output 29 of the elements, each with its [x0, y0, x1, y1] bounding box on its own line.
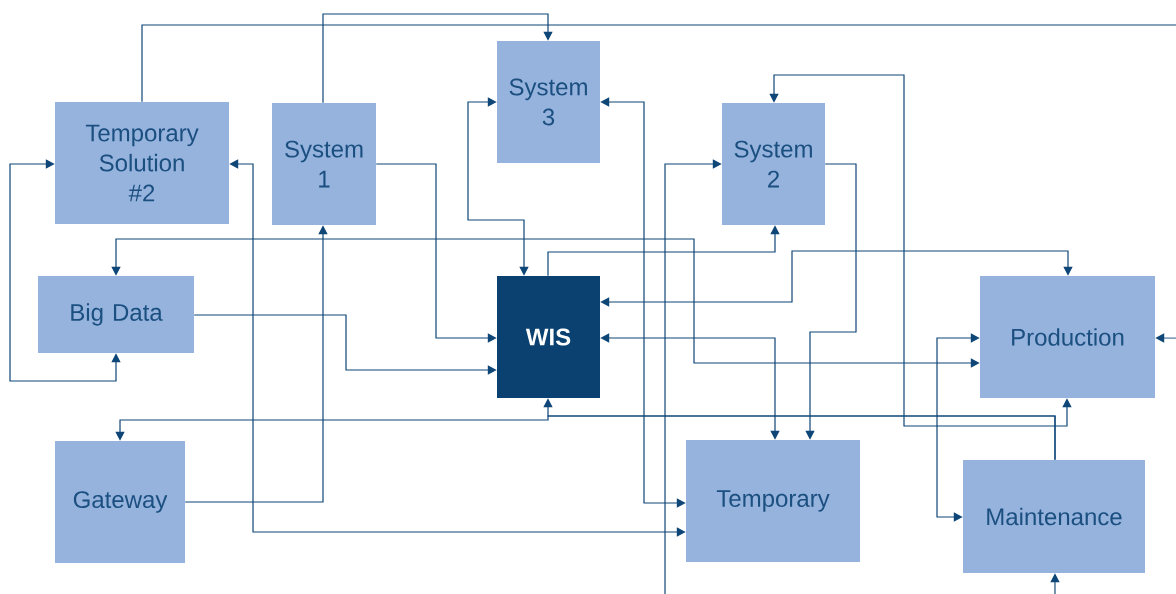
process-box: Temporary — [686, 440, 860, 562]
arrow — [547, 225, 780, 277]
arrow — [600, 250, 1073, 307]
process-box: Maintenance — [963, 460, 1145, 573]
process-box: System 2 — [722, 103, 825, 225]
process-box: System 3 — [497, 41, 600, 163]
process-box: Big Data — [38, 276, 194, 353]
arrow — [111, 238, 980, 368]
arrow — [1155, 333, 1176, 343]
arrow — [9, 159, 121, 382]
arrow — [467, 97, 529, 276]
arrow — [115, 415, 1056, 461]
arrow — [936, 333, 980, 522]
arrow — [769, 74, 1072, 427]
process-box: System 1 — [272, 103, 376, 225]
arrow — [322, 13, 553, 104]
process-box: Gateway — [55, 441, 185, 563]
process-box: Production — [980, 276, 1155, 398]
process-box: Temporary Solution #2 — [55, 102, 229, 224]
arrow — [184, 225, 328, 503]
arrow — [1050, 573, 1060, 594]
highlighted-box: WIS — [497, 276, 600, 398]
arrow — [805, 163, 857, 440]
arrow — [600, 97, 686, 508]
arrow — [664, 159, 722, 594]
arrow — [193, 314, 497, 375]
arrow — [375, 163, 497, 343]
arrow — [600, 333, 780, 440]
arrow — [229, 159, 686, 537]
